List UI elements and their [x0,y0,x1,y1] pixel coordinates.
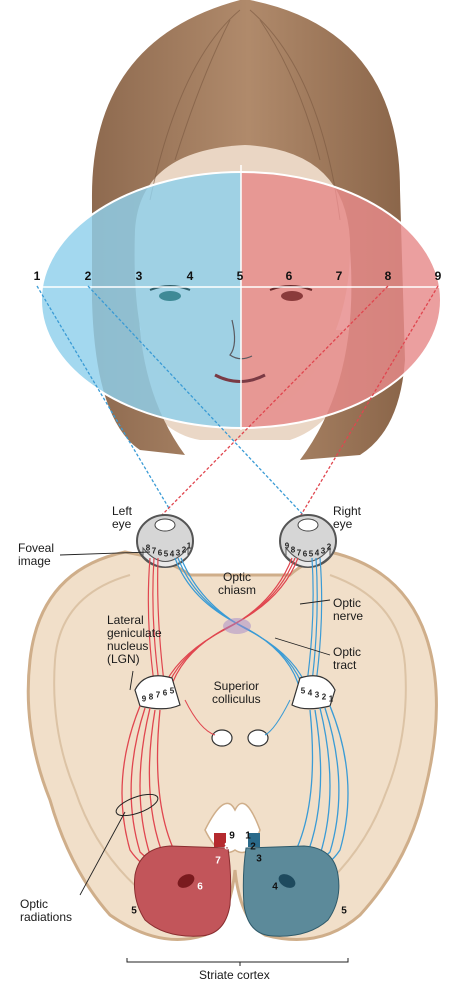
striate-cortex-label: Striate cortex [199,969,270,982]
visual-field-number: 3 [136,269,143,283]
brain-outline [28,552,436,940]
right-visual-field [241,160,451,440]
visual-field-number: 5 [237,269,244,283]
right-retina-number: 7 [297,549,301,558]
chiasm-crossing [223,618,251,634]
right-retina-number: 4 [315,549,319,558]
left-retina-number: 7 [152,547,156,556]
left-lgn-number: 7 [156,691,160,700]
visual-field-number: 7 [336,269,343,283]
left-lgn-number: 8 [149,693,153,702]
striate-cortex-bracket [127,958,348,966]
left-retina-number: 2 [182,546,186,555]
left-lgn-number: 6 [163,689,167,698]
right-retina-number: 6 [303,550,307,559]
right-cortex-number: 3 [256,854,262,865]
right-cortex-number: 4 [272,882,278,893]
left-retina-number: 5 [164,550,168,559]
right-retina-number: 2 [327,543,331,552]
left-retina-number: 8 [146,544,150,553]
left-cortex-number: 6 [197,882,203,893]
left-retina-number: 3 [176,549,180,558]
right-retina-number: 3 [321,547,325,556]
right-lgn-number: 5 [301,687,305,696]
right-cortex-number: 1 [245,831,251,842]
right-lgn-number: 2 [322,693,326,702]
left-cortex-number: 9 [229,831,235,842]
left-superior-colliculus [212,730,232,746]
right-superior-colliculus [248,730,268,746]
right-retina-number: 8 [291,546,295,555]
left-retina-number: 1 [187,542,191,551]
left-lgn-number: 5 [170,687,174,696]
visual-field-number: 1 [34,269,41,283]
brain-section [28,552,436,940]
left-eye-globe [137,515,193,567]
right-retina-number: 5 [309,550,313,559]
left-retina-number: 4 [170,550,174,559]
left-cortex-number: 5 [131,906,137,917]
right-cortex-number: 5 [341,906,347,917]
visual-field-number: 4 [187,269,194,283]
left-retina-number: 6 [158,549,162,558]
right-lgn-number: 3 [315,691,319,700]
visual-field-number: 8 [385,269,392,283]
left-cortex-number: 7 [215,856,221,867]
visual-field-number: 2 [85,269,92,283]
visual-field-number: 6 [286,269,293,283]
left-visual-field [30,160,241,440]
right-lgn-number: 4 [308,689,312,698]
left-cortex-number: 8 [224,842,230,853]
left-lgn-number: 9 [142,695,146,704]
right-lgn-number: 1 [329,695,333,704]
right-retina-number: 9 [285,542,289,551]
visual-field-number: 9 [435,269,442,283]
right-cortex-number: 2 [250,842,256,853]
